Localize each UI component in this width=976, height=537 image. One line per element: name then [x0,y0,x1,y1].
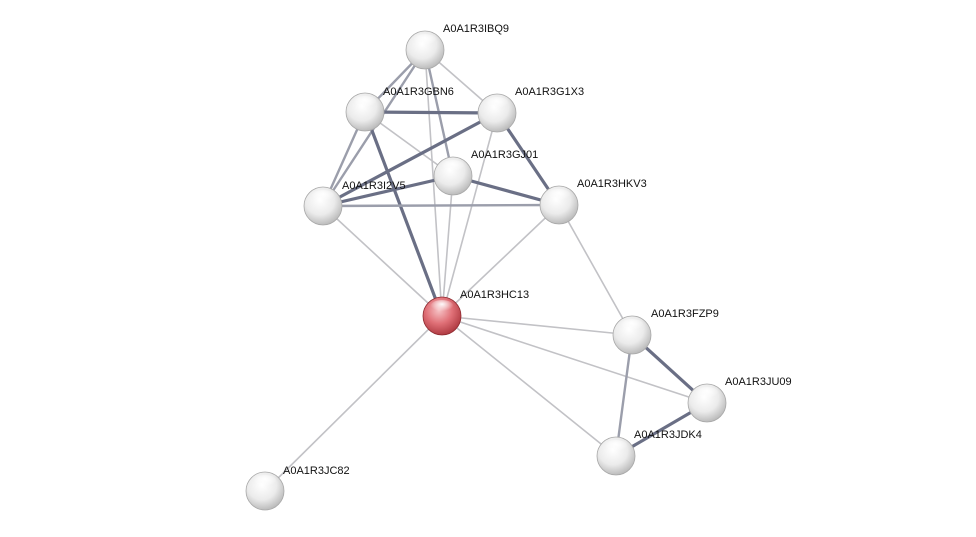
node-highlight [441,160,465,174]
edge-a0a1r3gbn6-a0a1r3g1x3 [363,110,499,115]
node-highlight [620,319,644,333]
node-label: A0A1R3JU09 [725,376,792,388]
edge-a0a1r3hkv3-a0a1r3hc13 [441,204,560,317]
edge-a0a1r3hc13-a0a1r3fzp9 [441,315,633,336]
node-label: A0A1R3G1X3 [515,86,584,98]
node-label: A0A1R3I2V5 [342,180,406,192]
node-a0a1r3ibq9[interactable]: A0A1R3IBQ9 [405,23,509,70]
node-a0a1r3fzp9[interactable]: A0A1R3FZP9 [612,308,719,355]
node-highlight [353,96,377,110]
edge-a0a1r3gj01-a0a1r3i2v5 [321,174,455,208]
edge-a0a1r3gbn6-a0a1r3hc13 [363,110,444,318]
node-highlight [430,300,454,314]
edge-a0a1r3hc13-a0a1r3jc82 [264,315,443,492]
edge-a0a1r3hc13-a0a1r3jdk4 [441,315,617,457]
node-a0a1r3gj01[interactable]: A0A1R3GJ01 [433,149,538,196]
edge-a0a1r3fzp9-a0a1r3jdk4 [614,333,634,458]
node-highlight [485,97,509,111]
edge-a0a1r3g1x3-a0a1r3hc13 [441,112,498,317]
node-highlight [253,475,277,489]
node-highlight [311,190,335,204]
node-label: A0A1R3JDK4 [634,429,702,441]
node-a0a1r3jc82[interactable]: A0A1R3JC82 [245,465,350,511]
edge-a0a1r3i2v5-a0a1r3hkv3 [321,203,561,208]
node-label: A0A1R3HKV3 [577,178,647,190]
node-a0a1r3g1x3[interactable]: A0A1R3G1X3 [477,86,584,133]
node-highlight [695,387,719,401]
node-a0a1r3ju09[interactable]: A0A1R3JU09 [687,376,792,423]
node-label: A0A1R3FZP9 [651,308,719,320]
node-a0a1r3gbn6[interactable]: A0A1R3GBN6 [345,86,454,132]
node-a0a1r3i2v5[interactable]: A0A1R3I2V5 [303,180,406,226]
edge-a0a1r3i2v5-a0a1r3hc13 [322,205,443,317]
node-label: A0A1R3GJ01 [471,149,538,161]
edge-a0a1r3hkv3-a0a1r3fzp9 [558,204,633,336]
edge-a0a1r3gj01-a0a1r3hc13 [441,175,454,317]
node-a0a1r3hkv3[interactable]: A0A1R3HKV3 [539,178,647,225]
node-highlight [413,34,437,48]
node-label: A0A1R3GBN6 [383,86,454,98]
node-label: A0A1R3HC13 [460,289,529,301]
edge-a0a1r3g1x3-a0a1r3i2v5 [321,111,499,208]
node-label: A0A1R3JC82 [283,465,350,477]
node-highlight [604,440,628,454]
node-a0a1r3jdk4[interactable]: A0A1R3JDK4 [596,429,702,476]
node-a0a1r3hc13[interactable]: A0A1R3HC13 [422,289,529,336]
edge-a0a1r3hc13-a0a1r3ju09 [441,315,708,404]
edge-a0a1r3ibq9-a0a1r3hc13 [424,49,443,317]
node-label: A0A1R3IBQ9 [443,23,509,35]
node-highlight [547,189,571,203]
